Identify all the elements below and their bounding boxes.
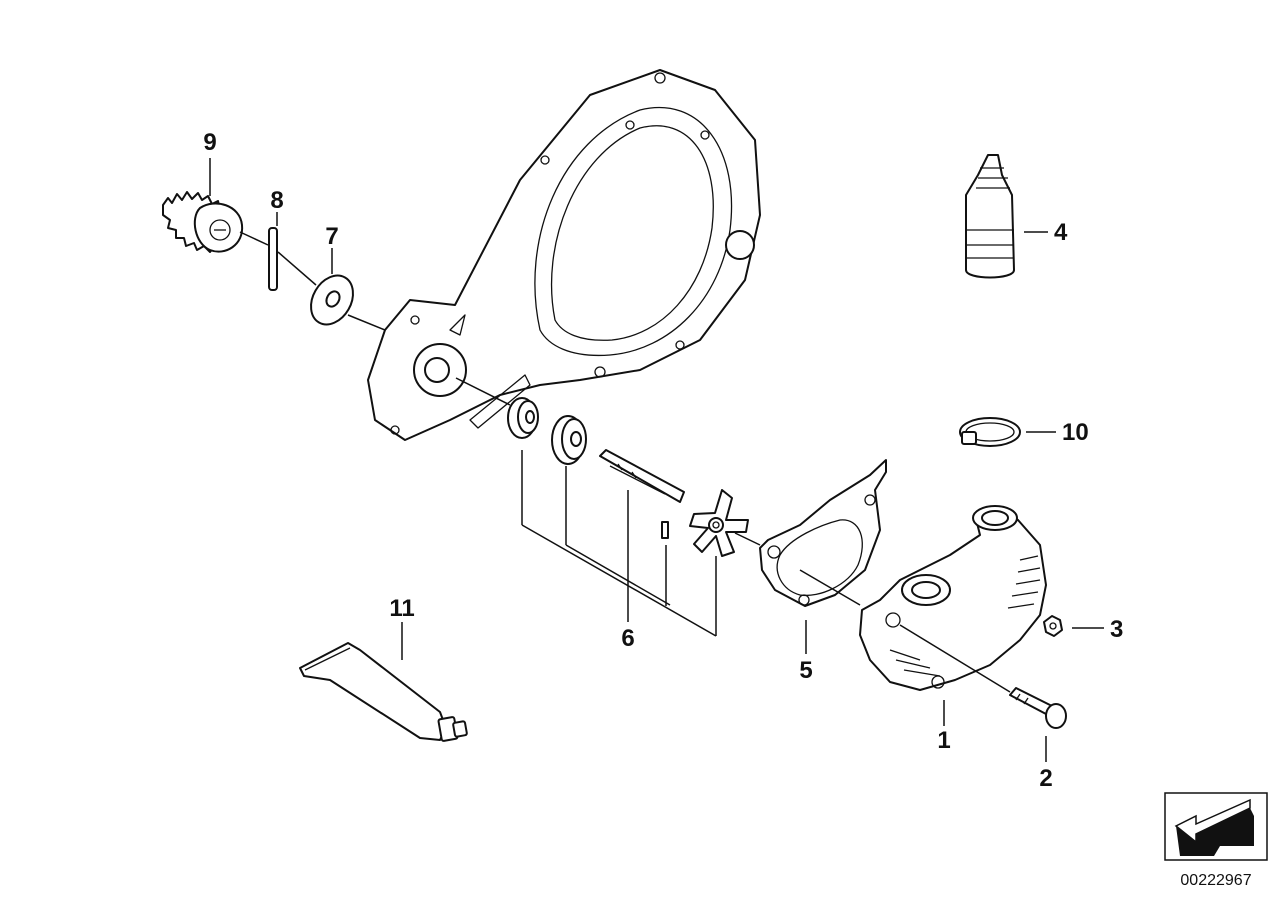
pin-part-8 [268, 227, 278, 291]
label-part-7: 7 [325, 223, 338, 250]
ball-bearing [551, 415, 587, 465]
axis-line-gasket-cover [799, 569, 861, 606]
label-part-4: 4 [1054, 219, 1068, 246]
label-part-1: 1 [937, 727, 950, 754]
axis-line-cover-bolt [899, 624, 1011, 693]
pump-shaft [599, 449, 685, 503]
label-part-8: 8 [270, 187, 283, 214]
bolt-part-2 [1009, 687, 1067, 729]
label-part-11: 11 [389, 595, 414, 622]
bottle-part-4 [965, 154, 1015, 279]
engine-cover-housing [367, 69, 761, 441]
axis-lines-left [239, 231, 386, 331]
gasket-part-5 [759, 459, 887, 607]
tube-part-11 [299, 642, 468, 742]
key-pin [661, 521, 669, 539]
washer-part-7 [310, 274, 354, 326]
axis-line-impeller-cover [734, 532, 761, 546]
diagram-code: 00222967 [1180, 872, 1251, 889]
label-part-6: 6 [621, 625, 634, 652]
label-part-9: 9 [203, 129, 216, 156]
gear-part-9 [162, 191, 244, 253]
axis-line-housing-impeller [455, 377, 511, 406]
nut-part-3 [1043, 615, 1063, 637]
impeller [689, 489, 749, 557]
leader-lines [209, 158, 1104, 762]
label-part-10: 10 [1062, 419, 1089, 446]
hose-clamp-part-10 [959, 417, 1021, 447]
label-part-2: 2 [1039, 765, 1052, 792]
direction-arrow-box [1164, 792, 1268, 861]
pump-cover-part-1 [859, 505, 1047, 691]
label-part-5: 5 [799, 657, 812, 684]
label-part-3: 3 [1110, 616, 1123, 643]
seal-ring [507, 397, 539, 439]
